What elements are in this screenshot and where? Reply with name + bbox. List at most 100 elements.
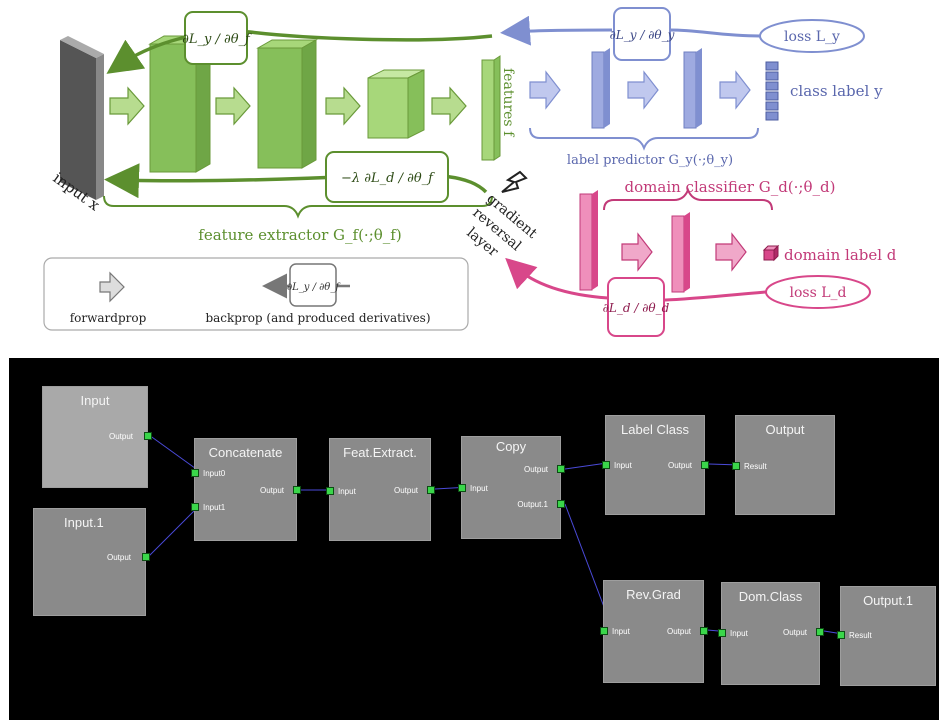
output-port[interactable] <box>427 486 435 494</box>
feature-extractor-label: feature extractor G_f(·;θ_f) <box>198 226 401 244</box>
node-title: Dom.Class <box>738 589 803 604</box>
input-slab <box>60 36 104 200</box>
node-title: Copy <box>495 439 527 454</box>
output-port-label: Output <box>782 628 807 637</box>
wire-input1-concat <box>148 505 200 557</box>
grad-ly-thy: ∂L_y / ∂θ_y <box>610 28 675 42</box>
node-title: Output.1 <box>863 593 913 608</box>
grl-arrow <box>501 170 528 193</box>
input-port-label: Input <box>614 461 632 470</box>
input-port[interactable] <box>326 487 334 495</box>
features-layer <box>481 55 501 161</box>
label-predictor-label: label predictor G_y(·;θ_y) <box>567 153 733 168</box>
output-port[interactable] <box>557 500 565 508</box>
conv-block-3 <box>367 69 425 139</box>
input-port-label: Result <box>849 631 872 640</box>
domain-classifier-brace <box>603 187 773 211</box>
label-layer-1 <box>591 48 610 129</box>
domain-output-cube <box>762 244 780 262</box>
grad-ld-thd: ∂L_d / ∂θ_d <box>603 301 670 315</box>
backprop-arrow-ld <box>663 290 767 302</box>
node-title: Output <box>765 422 805 437</box>
node-input-1[interactable]: Input.1 Output <box>33 508 150 616</box>
input-port[interactable] <box>718 629 726 637</box>
label-forward-arrow-2 <box>627 70 659 110</box>
output-port-label: Output <box>259 486 284 495</box>
output-port[interactable] <box>293 486 301 494</box>
node-editor-canvas[interactable]: Input Output Input.1 Output Concatenate … <box>9 358 939 720</box>
forward-arrow-4 <box>431 86 467 126</box>
backprop-arrow-ld-2 <box>505 257 609 300</box>
input-port-label: Result <box>744 462 767 471</box>
node-title: Input <box>80 393 110 408</box>
input-port-label: Input <box>612 627 630 636</box>
domain-layer-1 <box>579 190 598 291</box>
output-port-label: Output.1 <box>517 500 548 509</box>
input-port-label: Input <box>470 484 488 493</box>
input-port[interactable] <box>191 503 199 511</box>
forward-arrow-3 <box>325 86 361 126</box>
forward-arrow-2 <box>215 86 251 126</box>
output-port-label: Output <box>667 461 692 470</box>
forward-arrow-1 <box>109 86 145 126</box>
class-label-y: class label y <box>790 82 883 100</box>
node-copy[interactable]: Copy Input Output Output.1 <box>458 436 565 539</box>
output-port[interactable] <box>701 461 709 469</box>
label-forward-arrow-1 <box>529 70 561 110</box>
input-port[interactable] <box>600 627 608 635</box>
conv-block-1 <box>148 35 212 173</box>
grad-ly-thf: ∂L_y / ∂θ_f <box>182 32 252 47</box>
domain-classifier-label: domain classifier G_d(·;θ_d) <box>625 178 836 196</box>
node-label-class[interactable]: Label Class Input Output <box>602 415 709 515</box>
label-forward-arrow-3 <box>719 70 751 110</box>
node-input[interactable]: Input Output <box>42 386 152 488</box>
output-port-label: Output <box>666 627 691 636</box>
node-dom-class[interactable]: Dom.Class Input Output <box>718 582 824 685</box>
features-f-label: features f <box>500 68 516 138</box>
node-feat-extract[interactable]: Feat.Extract. Input Output <box>326 438 435 541</box>
input-port[interactable] <box>837 631 845 639</box>
domain-forward-arrow-1 <box>621 232 653 272</box>
input-port-label: Input <box>338 487 356 496</box>
grl-label: gradient reversal layer <box>463 191 540 260</box>
domain-label-d: domain label d <box>784 246 897 264</box>
node-concatenate[interactable]: Concatenate Input0 Input1 Output <box>191 438 301 541</box>
input-port-label: Input1 <box>203 503 226 512</box>
node-output[interactable]: Output Result <box>732 415 835 515</box>
output-port-label: Output <box>523 465 548 474</box>
node-title: Rev.Grad <box>626 587 681 602</box>
output-port[interactable] <box>142 553 150 561</box>
label-predictor-brace <box>529 127 759 151</box>
legend-grad: ∂L_y / ∂θ_f <box>287 282 341 293</box>
backprop-arrow-ly <box>669 28 761 38</box>
wire-input-concat <box>148 434 200 472</box>
input-port-label: Input <box>730 629 748 638</box>
loss-ld: loss L_d <box>790 285 847 301</box>
domain-layer-2 <box>671 212 690 293</box>
class-output-stack <box>765 61 779 121</box>
legend-box <box>43 257 469 331</box>
input-port[interactable] <box>191 469 199 477</box>
output-port-label: Output <box>106 553 131 562</box>
backprop-arrow-ly-2 <box>500 15 613 46</box>
grad-neg-ld-thf: −λ ∂L_d / ∂θ_f <box>341 171 435 186</box>
input-port[interactable] <box>602 461 610 469</box>
node-rev-grad[interactable]: Rev.Grad Input Output <box>600 580 708 683</box>
node-title: Concatenate <box>208 445 283 460</box>
conv-block-2 <box>256 39 318 169</box>
input-port[interactable] <box>458 484 466 492</box>
dann-architecture-diagram: input x features f ∂L_y / ∂θ_f <box>43 7 897 337</box>
output-port[interactable] <box>557 465 565 473</box>
input-port[interactable] <box>732 462 740 470</box>
output-port[interactable] <box>816 628 824 636</box>
output-port-label: Output <box>108 432 133 441</box>
output-port[interactable] <box>700 627 708 635</box>
input-port-label: Input0 <box>203 469 226 478</box>
legend-forward-label: forwardprop <box>70 311 147 325</box>
node-title: Feat.Extract. <box>343 445 417 460</box>
output-port-label: Output <box>393 486 418 495</box>
legend-forward-arrow <box>99 271 125 303</box>
output-port[interactable] <box>144 432 152 440</box>
node-title: Label Class <box>621 422 689 437</box>
node-output-1[interactable]: Output.1 Result <box>837 586 936 686</box>
